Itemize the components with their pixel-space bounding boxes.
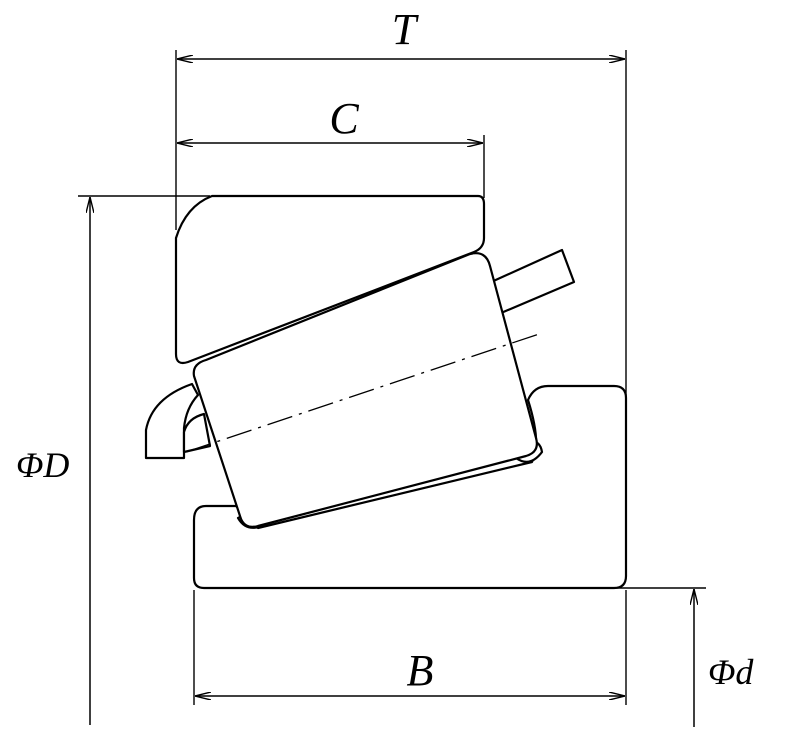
label-B: B [407, 646, 434, 695]
outer-ring [174, 194, 486, 365]
label-T: T [392, 5, 420, 54]
label-D: ΦD [16, 445, 69, 485]
tapered-roller [192, 252, 538, 528]
cage-right-block [487, 248, 576, 315]
cage-left-inner [182, 412, 212, 454]
cage-left-lip [144, 382, 200, 460]
label-C: C [329, 94, 359, 143]
roller-axis-centerline [185, 332, 543, 453]
label-d: Φd [708, 652, 754, 692]
